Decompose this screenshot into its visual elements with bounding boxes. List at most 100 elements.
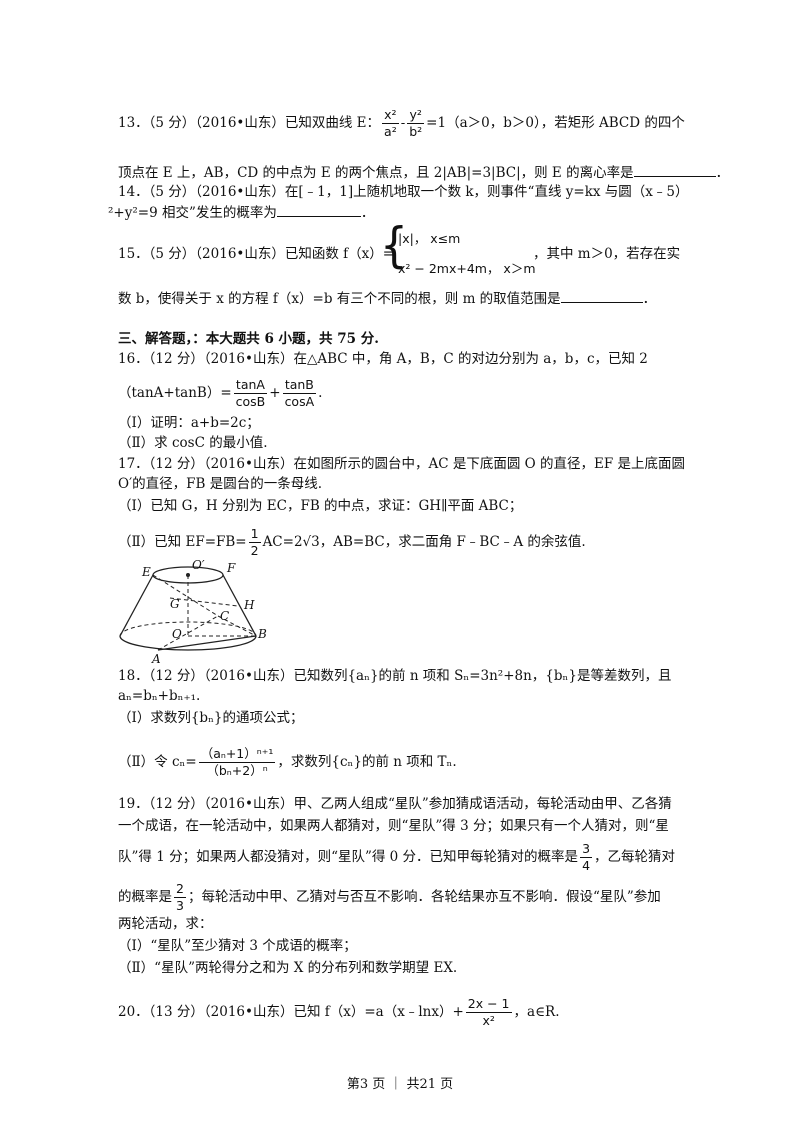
frac-num: （aₙ+1）ⁿ⁺¹ — [198, 746, 276, 763]
label-b: B — [257, 627, 267, 641]
frac-den: a² — [384, 124, 397, 139]
q18-part1: （Ⅰ）求数列{bₙ}的通项公式； — [118, 710, 304, 726]
right-generatrix — [222, 574, 257, 637]
bottom-ellipse-front — [119, 635, 257, 651]
answer-blank — [276, 203, 361, 217]
q15-case1: |x|， x≤m — [398, 231, 461, 246]
q18-part2: （Ⅱ）令 cₙ=（aₙ+1）ⁿ⁺¹（bₙ+2）ⁿ，求数列{cₙ}的前 n 项和 … — [118, 746, 457, 779]
q13-line2: 顶点在 E 上，AB，CD 的中点为 E 的两个焦点，且 2|AB|=3|BC|… — [118, 163, 729, 182]
q15-case2: x² − 2mx+4m， x＞m — [398, 261, 536, 276]
q19-line2: 一个成语，在一轮活动中，如果两人都猜对，则“星队”得 3 分；如果只有一个人猜对… — [118, 818, 669, 834]
label-g: G — [170, 597, 180, 611]
frac-den: （bₙ+2）ⁿ — [206, 763, 268, 778]
period: ． — [642, 291, 657, 307]
frac-den: cosA — [284, 394, 315, 409]
frac-num: 2x − 1 — [465, 996, 512, 1013]
page-footer: 第3 页 ｜ 共21 页 — [346, 1077, 454, 1092]
q14-text: ²+y²=9 相交”发生的概率为 — [108, 205, 277, 221]
q18-text: （Ⅱ）令 cₙ= — [118, 754, 197, 770]
brace: { — [380, 217, 408, 274]
q19-part2: （Ⅱ）“星队”两轮得分之和为 X 的分布列和数学期望 EX. — [118, 960, 458, 976]
q20-text: ，a∈R. — [513, 1004, 560, 1020]
period: ． — [715, 165, 730, 181]
q16-line1: 16．（12 分）（2016•山东）在△ABC 中，角 A，B，C 的对边分别为… — [118, 351, 648, 367]
q18-frac: （aₙ+1）ⁿ⁺¹（bₙ+2）ⁿ — [198, 746, 276, 779]
label-f: F — [226, 561, 236, 575]
q13-text: 顶点在 E 上，AB，CD 的中点为 E 的两个焦点，且 2|AB|=3|BC|… — [118, 165, 634, 181]
q15-text: 15．（5 分）（2016•山东）已知函数 f（x）= — [118, 246, 395, 262]
segment-cb — [217, 615, 257, 637]
q18-line1: 18．（12 分）（2016•山东）已知数列{aₙ}的前 n 项和 Sₙ=3n²… — [118, 668, 672, 684]
frac-den: cosB — [235, 394, 266, 409]
q13-text: 13．（5 分）（2016•山东）已知双曲线 E： — [118, 115, 381, 131]
q16-part2: （Ⅱ）求 cosC 的最小值. — [118, 435, 268, 451]
label-c: C — [220, 609, 229, 623]
segment-ec — [152, 574, 219, 617]
segment-gh — [169, 597, 239, 607]
q19-text: 队”得 1 分；如果两人都没猜对，则“星队”得 0 分．已知甲每轮猜对的概率是 — [118, 849, 579, 865]
q17-part1: （Ⅰ）已知 G，H 分别为 EC，FB 的中点，求证：GH∥平面 ABC； — [118, 498, 523, 514]
point-o1 — [186, 573, 190, 577]
q19-line5: 两轮活动，求： — [118, 916, 213, 932]
q13-text: =1（a＞0，b＞0），若矩形 ABCD 的四个 — [426, 115, 685, 131]
plus-sign: + — [269, 385, 281, 401]
label-h: H — [243, 598, 255, 612]
q15-line1b: ，其中 m＞0，若存在实 — [533, 246, 681, 262]
frac-num: x² — [382, 107, 399, 124]
minus-sign: - — [400, 115, 406, 130]
q20-text: 20．（13 分）（2016•山东）已知 f（x）=a（x﹣lnx）+ — [118, 1004, 464, 1020]
q19-text: ；每轮活动中甲、乙猜对与否互不影响．各轮结果亦互不影响．假设“星队”参加 — [187, 889, 661, 905]
q17-text: （Ⅱ）已知 EF=FB= — [118, 534, 247, 550]
q16-part1: （Ⅰ）证明：a+b=2c； — [118, 415, 260, 431]
q19-text: 的概率是 — [118, 889, 172, 905]
q15-text: 数 b，使得关于 x 的方程 f（x）=b 有三个不同的根，则 m 的取值范围是 — [118, 291, 561, 307]
q15-line1: 15．（5 分）（2016•山东）已知函数 f（x）= — [118, 245, 394, 263]
answer-blank — [633, 163, 716, 177]
section-heading: 三、解答题，：本大题共 6 小题，共 75 分. — [118, 331, 379, 347]
frustum-figure: E O′ F G H C O B A — [119, 558, 267, 666]
frac-den: 3 — [176, 898, 184, 913]
q20-line1: 20．（13 分）（2016•山东）已知 f（x）=a（x﹣lnx）+2x − … — [118, 996, 560, 1029]
q14-text: 14．（5 分）（2016•山东）在[﹣1，1]上随机地取一个数 k，则事件“直… — [118, 184, 689, 200]
q18-line2: aₙ=bₙ+bₙ₊₁. — [118, 688, 201, 704]
frac-num: tanB — [282, 377, 317, 394]
q17-line2: O′的直径，FB 是圆台的一条母线. — [118, 476, 323, 492]
frac-num: 3 — [580, 841, 593, 858]
q19-part1: （Ⅰ）“星队”至少猜对 3 个成语的概率； — [118, 938, 357, 954]
frac-num: y² — [407, 107, 425, 124]
q14-line1: 14．（5 分）（2016•山东）在[﹣1，1]上随机地取一个数 k，则事件“直… — [118, 183, 688, 201]
frac-den: b² — [409, 124, 423, 139]
q15-line2: 数 b，使得关于 x 的方程 f（x）=b 有三个不同的根，则 m 的取值范围是… — [118, 289, 656, 308]
frac-num: 1 — [248, 526, 261, 543]
frac-den: x² — [482, 1013, 495, 1028]
segment-ac — [157, 615, 219, 651]
label-o: O — [172, 627, 182, 641]
bottom-ellipse-back — [119, 621, 257, 637]
answer-blank — [560, 289, 643, 303]
period: ． — [360, 205, 375, 221]
segment-ab — [157, 635, 257, 651]
left-generatrix — [119, 574, 154, 637]
q17-text: AC=2√3，AB=BC，求二面角 F﹣BC﹣A 的余弦值. — [262, 534, 586, 550]
label-a: A — [151, 652, 161, 666]
frac-den: 2 — [250, 543, 259, 558]
q19-line1: 19．（12 分）（2016•山东）甲、乙两人组成“星队”参加猜成语活动，每轮活… — [118, 796, 672, 812]
q17-line1: 17．（12 分）（2016•山东）在如图所示的圆台中，AC 是下底面圆 O 的… — [118, 456, 685, 472]
q18-text: ，求数列{cₙ}的前 n 项和 Tₙ. — [277, 754, 457, 770]
frac-den: 4 — [582, 858, 591, 873]
period: . — [318, 385, 323, 401]
frac-num: 2 — [174, 881, 186, 898]
